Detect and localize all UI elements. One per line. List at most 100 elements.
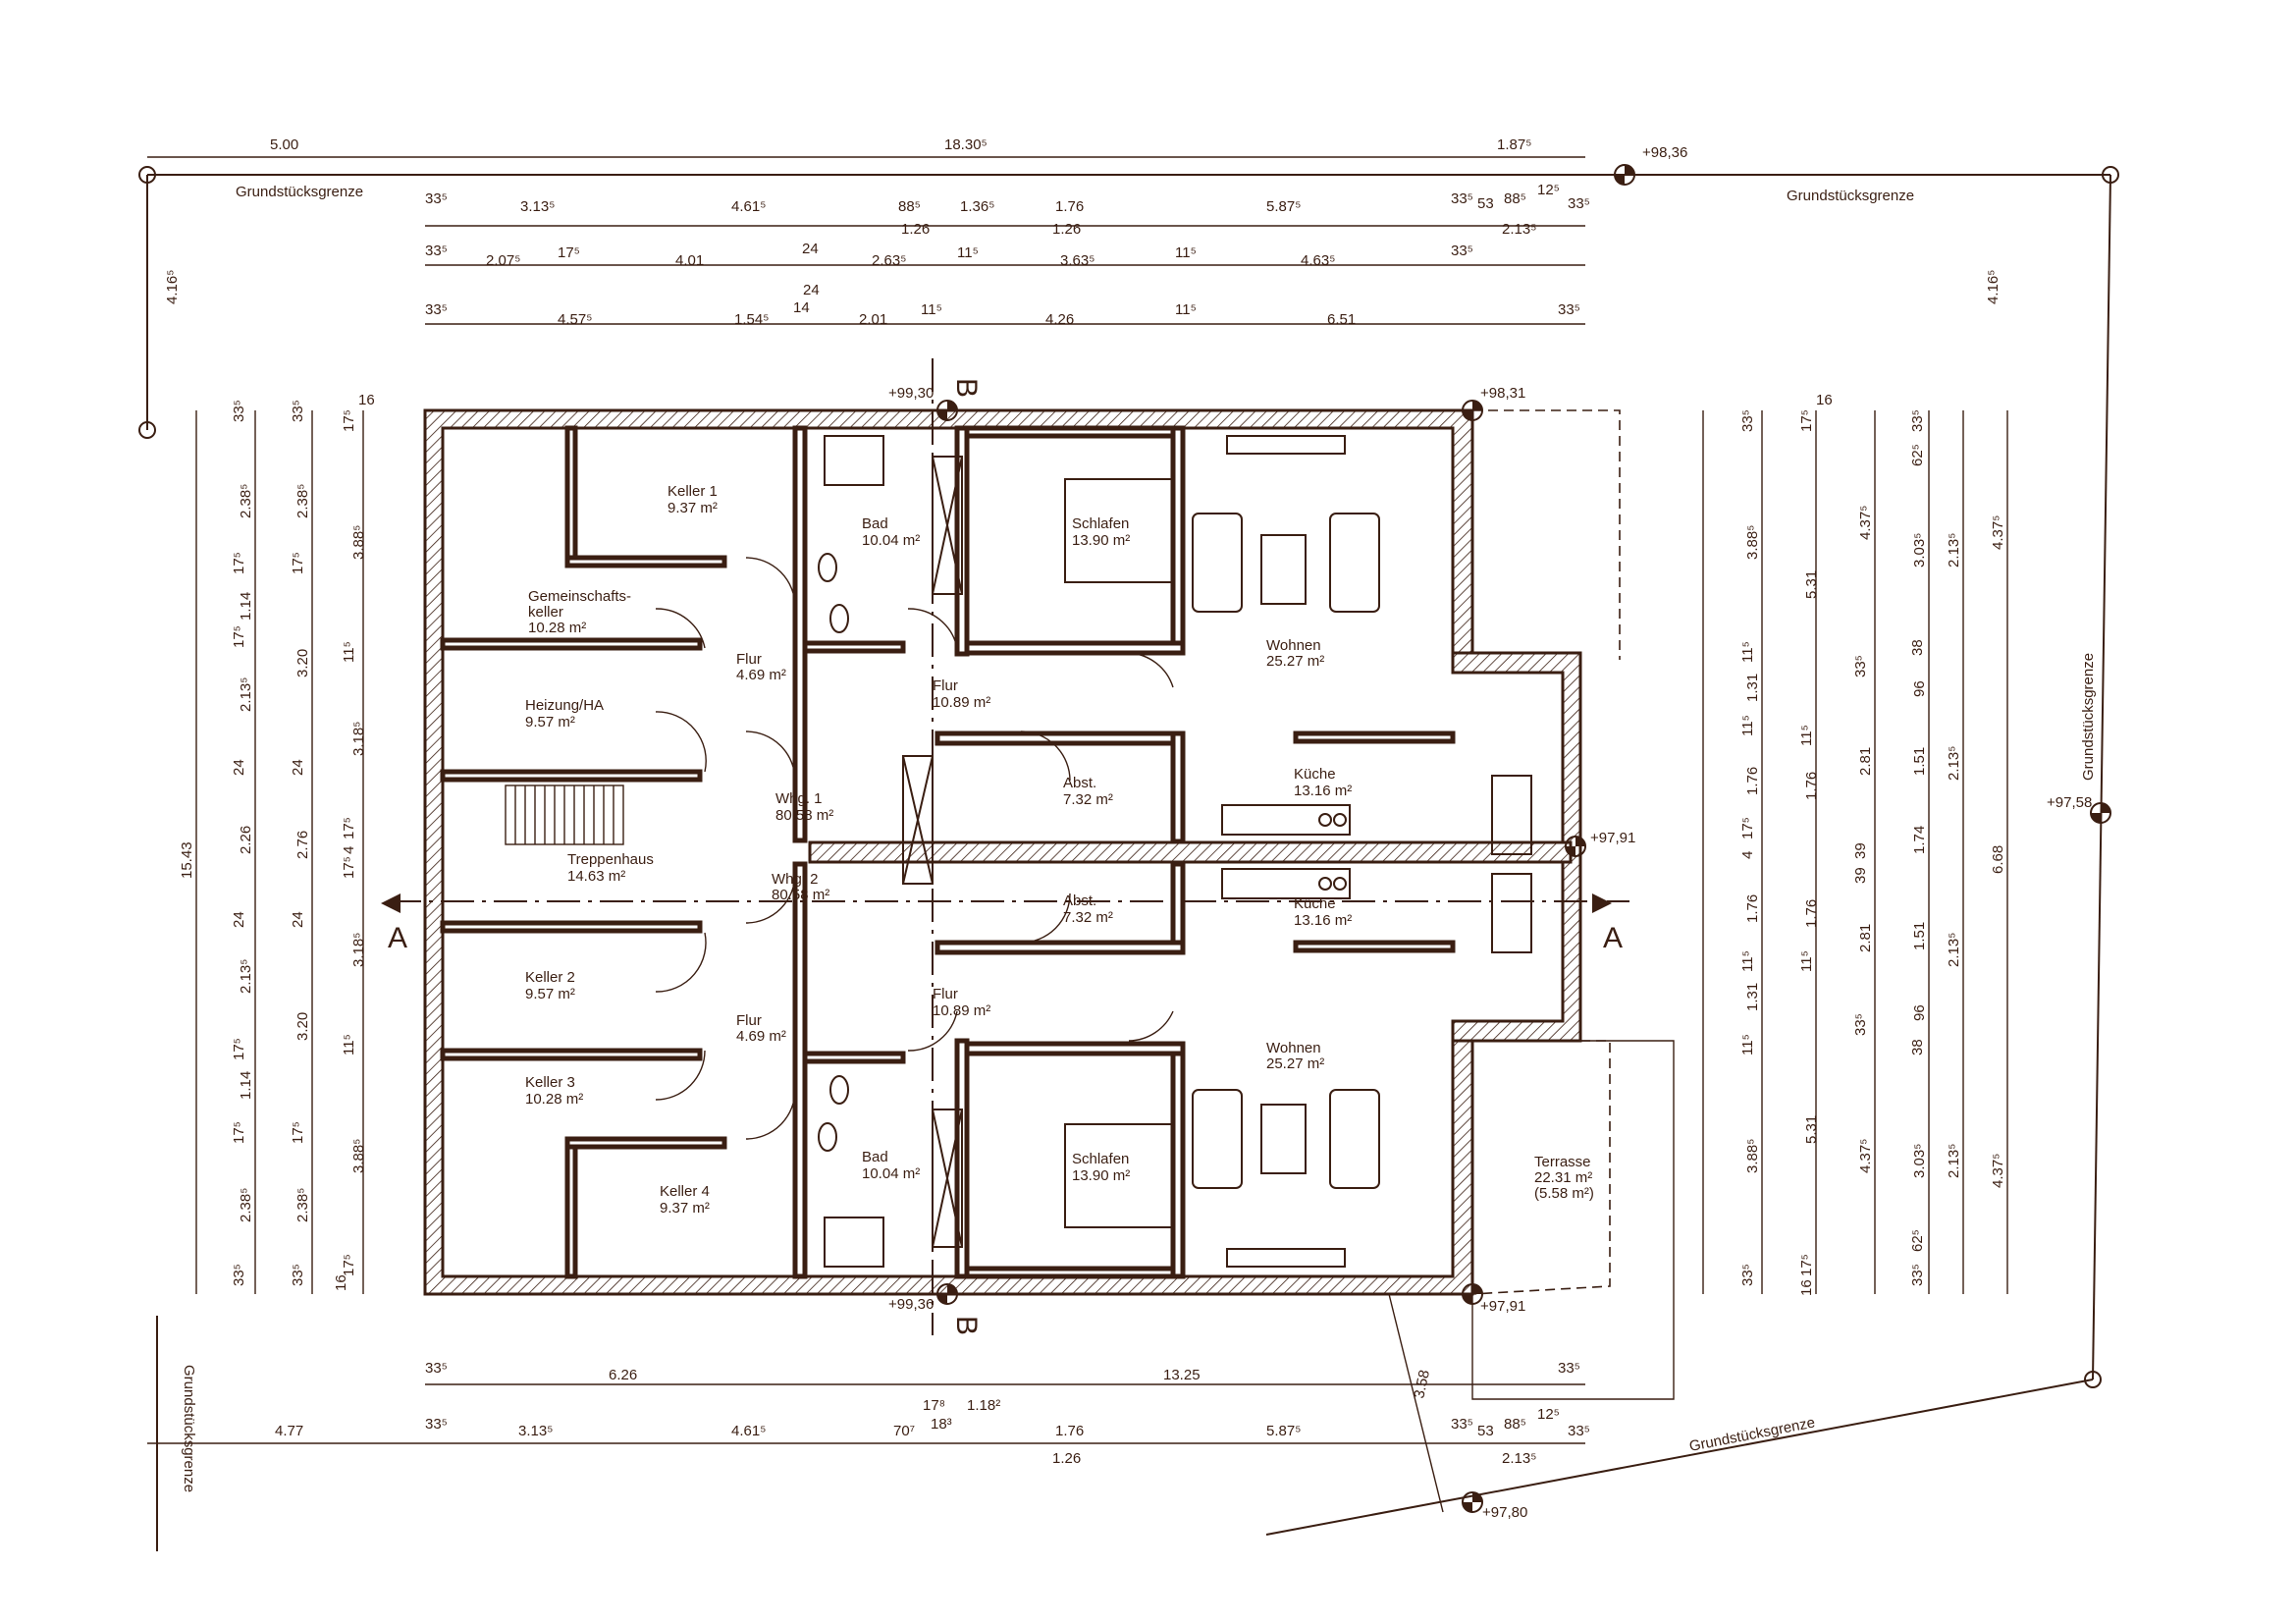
dim-label: 6.51 xyxy=(1327,311,1356,328)
room-name-whg1: Whg. 1 xyxy=(775,790,823,807)
room-name-wohnen2: Wohnen xyxy=(1266,1040,1321,1056)
dim-label: 33⁵ xyxy=(425,1416,448,1433)
dim-label: 17⁵ xyxy=(231,1038,247,1060)
dim-label: 3.88⁵ xyxy=(1744,1139,1761,1173)
dim-label: 33⁵ xyxy=(425,243,448,259)
room-area-wohnen2: 25.27 m² xyxy=(1266,1055,1324,1072)
dim-label: 33⁵ xyxy=(1909,1264,1926,1286)
room-area-heizung: 9.57 m² xyxy=(525,714,575,730)
dim-label: 1.26 xyxy=(1052,221,1081,238)
dim-label: 15.43 xyxy=(179,841,195,879)
dim-label: 2.13⁵ xyxy=(238,677,254,712)
room-name-bad1: Bad xyxy=(862,515,888,532)
dim-label: 4.16⁵ xyxy=(1985,270,2002,304)
dim-label: 38 xyxy=(1909,1039,1926,1055)
room-name-flur-b: Flur xyxy=(736,1012,762,1029)
dim-label: 4.37⁵ xyxy=(1857,506,1874,540)
dim-label: 1.26 xyxy=(1052,1450,1081,1467)
room-area-bad2: 10.04 m² xyxy=(862,1165,920,1182)
dim-label: 11⁵ xyxy=(921,301,942,318)
room-name-keller2: Keller 2 xyxy=(525,969,575,986)
dim-label: 4.16⁵ xyxy=(164,270,181,304)
level-label: +98,36 xyxy=(1642,144,1687,161)
dim-label: 2.76 xyxy=(294,831,311,859)
dim-label: 33⁵ xyxy=(290,1264,306,1286)
dim-label: 4.37⁵ xyxy=(1990,1154,2006,1188)
room-area-whg2: 80.58 m² xyxy=(772,887,829,903)
dim-label: 24 xyxy=(802,241,819,257)
room-name-abst2: Abst. xyxy=(1063,893,1096,909)
dim-label: 11⁵ xyxy=(1798,950,1815,972)
dim-label: 17⁵ xyxy=(558,244,580,261)
room-name-abst1: Abst. xyxy=(1063,775,1096,791)
dim-label: 88⁵ xyxy=(898,198,921,215)
room-name-wohnen1: Wohnen xyxy=(1266,637,1321,654)
dim-label: 2.38⁵ xyxy=(238,484,254,518)
room-area-schlafen2: 13.90 m² xyxy=(1072,1167,1130,1184)
boundary-marker xyxy=(138,166,156,184)
room-name-keller1: Keller 1 xyxy=(667,483,718,500)
dim-label: 33⁵ xyxy=(1909,409,1926,432)
dim-label: 2.63⁵ xyxy=(872,252,906,269)
dim-label: 12⁵ xyxy=(1537,1406,1560,1423)
room-area-keller3: 10.28 m² xyxy=(525,1091,583,1108)
level-label: +99,30 xyxy=(888,385,934,402)
room-name-flur2: Flur xyxy=(933,986,958,1002)
dim-label: 38 xyxy=(1909,639,1926,656)
boundary-label: Grundstücksgrenze xyxy=(236,184,363,200)
dim-label: 3.18⁵ xyxy=(350,722,367,756)
dim-label: 88⁵ xyxy=(1504,190,1526,207)
dim-label: 4.37⁵ xyxy=(1857,1139,1874,1173)
dim-label: 1.74 xyxy=(1911,826,1928,854)
dim-label: 17⁵ xyxy=(1798,1254,1815,1276)
dim-label: 3.88⁵ xyxy=(1744,525,1761,560)
room-area-treppenhaus: 14.63 m² xyxy=(567,868,625,885)
dim-label: 33⁵ xyxy=(1451,1416,1473,1433)
dim-label: 1.14 xyxy=(238,1071,254,1100)
room-name-gemeinschaft-2: keller xyxy=(528,604,563,621)
dim-label: 3.20 xyxy=(294,649,311,677)
dim-label: 1.76 xyxy=(1744,894,1761,923)
dim-label: 53 xyxy=(1477,195,1494,212)
dim-label: 2.13⁵ xyxy=(1946,746,1962,781)
dim-label: 2.81 xyxy=(1857,747,1874,776)
dim-label: 88⁵ xyxy=(1504,1416,1526,1433)
dim-label: 1.31 xyxy=(1744,674,1761,702)
dim-label: 1.36⁵ xyxy=(960,198,994,215)
dim-label: 13.25 xyxy=(1163,1367,1201,1383)
dim-label: 16 xyxy=(333,1274,349,1291)
dim-label: 33⁵ xyxy=(425,1360,448,1377)
dim-label: 4.37⁵ xyxy=(1990,515,2006,550)
dim-label: 17⁵ xyxy=(341,817,357,839)
dim-label: 24 xyxy=(290,911,306,928)
dim-label: 24 xyxy=(231,911,247,928)
section-label-b: B xyxy=(950,1316,983,1335)
dim-label: 39 xyxy=(1852,842,1869,859)
dim-label: 11⁵ xyxy=(1798,725,1815,746)
room-area-abst1: 7.32 m² xyxy=(1063,791,1113,808)
dim-label: 17⁵ xyxy=(290,552,306,574)
room-name-kueche2: Küche xyxy=(1294,895,1336,912)
dim-label: 62⁵ xyxy=(1909,1229,1926,1252)
dim-label: 11⁵ xyxy=(1175,244,1197,261)
dim-label: 17⁵ xyxy=(341,1254,357,1276)
dim-label: 18.30⁵ xyxy=(944,136,988,153)
dim-label: 2.38⁵ xyxy=(294,1188,311,1222)
dim-label: 2.81 xyxy=(1857,924,1874,952)
room-name-whg2: Whg. 2 xyxy=(772,871,819,888)
dim-label: 14 xyxy=(793,299,810,316)
dim-label: 3.88⁵ xyxy=(350,1139,367,1173)
dim-label: 2.07⁵ xyxy=(486,252,520,269)
room-name-gemeinschaft: Gemeinschafts- xyxy=(528,588,631,605)
room-name-kueche1: Küche xyxy=(1294,766,1336,783)
dim-label: 2.38⁵ xyxy=(294,484,311,518)
dim-label: 1.87⁵ xyxy=(1497,136,1531,153)
level-label: +97,58 xyxy=(2047,794,2092,811)
room-name-flur-a: Flur xyxy=(736,651,762,668)
level-label: +97,91 xyxy=(1590,830,1635,846)
dim-label: 3.88⁵ xyxy=(350,525,367,560)
dim-label: 2.13⁵ xyxy=(1946,533,1962,568)
dim-label: 16 xyxy=(358,392,375,408)
dim-label: 4.26 xyxy=(1045,311,1074,328)
